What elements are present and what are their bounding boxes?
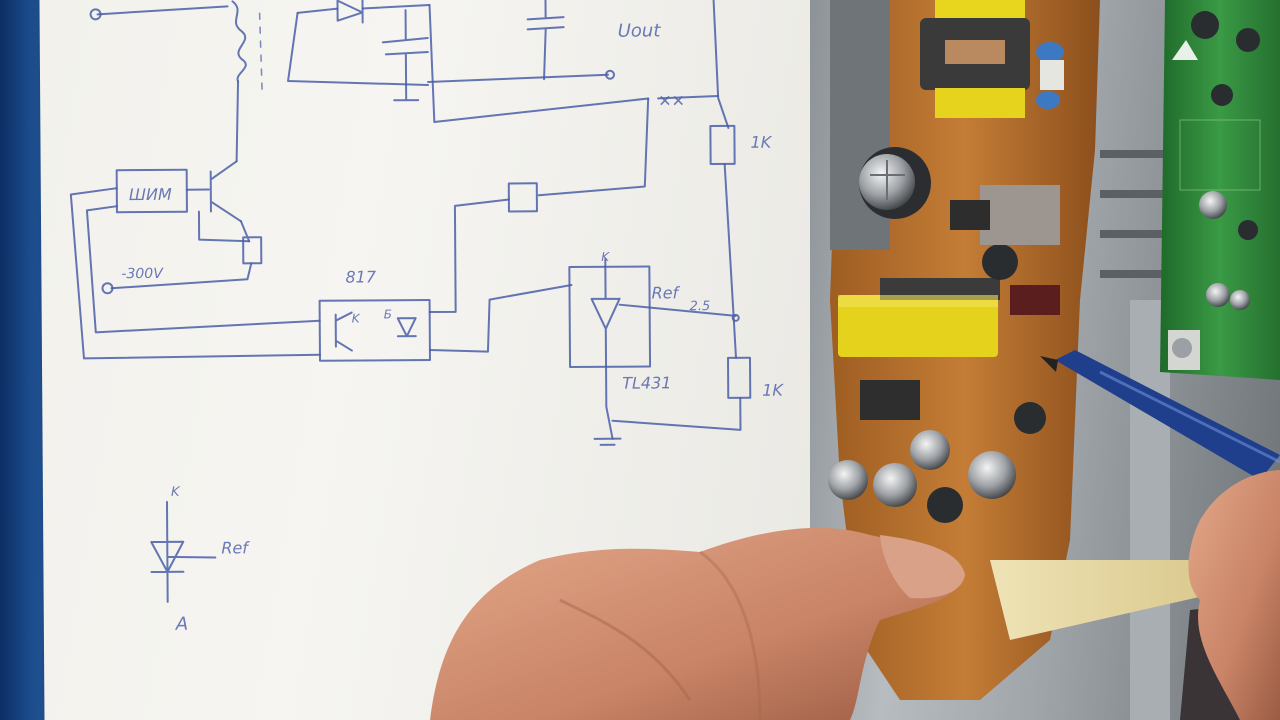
wire-feedback-top <box>537 97 650 197</box>
transformer-top <box>920 0 1030 118</box>
hand-right <box>1188 470 1280 720</box>
tl431-symbol <box>590 257 621 440</box>
pen <box>1040 350 1280 480</box>
legend-ref: Ref <box>221 538 250 557</box>
label-resistor-top: 1K <box>750 133 772 152</box>
wire-diode-out <box>361 4 431 10</box>
electrolytic-capacitors <box>828 147 1060 523</box>
label-supply: -300V <box>121 266 164 282</box>
wire-right-rail-bottom <box>611 396 742 431</box>
label-resistor-bottom: 1K <box>762 381 784 400</box>
ribbon-cable <box>990 560 1230 640</box>
label-opto-b: Б <box>384 307 392 321</box>
wire-opto-to-tl431 <box>428 284 573 353</box>
wire-ref <box>618 303 737 317</box>
wire-main-rail <box>428 4 650 123</box>
capacitor-filter <box>381 9 429 102</box>
label-pwm: ШИМ <box>129 185 172 204</box>
ground-symbol <box>593 437 622 446</box>
schematic-paper: Uout ✕✕ 1K 1K ШИМ <box>39 0 825 720</box>
junction-mark: ✕✕ <box>658 91 685 110</box>
label-tl431-k: K <box>601 250 610 264</box>
schematic-drawing: Uout ✕✕ 1K 1K ШИМ <box>69 0 784 635</box>
resistor-feedback <box>507 182 538 213</box>
opto-phototransistor <box>334 311 353 352</box>
wire-feedback-loop-inner <box>85 205 321 334</box>
wire-feedback-down <box>428 198 510 314</box>
winding-to-transistor <box>235 80 240 163</box>
tl431-box <box>568 265 652 369</box>
legend-tl431-symbol <box>150 500 217 603</box>
wire-rectifier-loop <box>287 11 430 87</box>
sense-resistor <box>240 220 263 265</box>
transformer-winding <box>231 0 247 83</box>
label-ref-value: 2.5 <box>690 299 711 314</box>
terminal-top-left <box>89 8 102 21</box>
diode-symbol <box>336 0 364 24</box>
wire-top-left <box>96 5 229 16</box>
mainboard-green-pcb <box>1160 0 1280 380</box>
label-tl431: TL431 <box>622 373 671 392</box>
capacitor-output <box>526 0 565 81</box>
wire-junction <box>657 94 720 100</box>
hand-pointing <box>430 527 965 720</box>
legend-anode: A <box>175 614 188 635</box>
opto-led <box>396 317 417 338</box>
junction-ref <box>731 313 740 322</box>
wire-gate <box>197 210 251 243</box>
resistor-top <box>709 124 736 166</box>
transistor-symbol <box>185 160 243 223</box>
chassis-ribs <box>1100 150 1170 720</box>
label-opto-num: 817 <box>345 267 376 286</box>
blue-capacitors <box>1036 42 1064 109</box>
label-opto-k: K <box>352 311 361 325</box>
terminal-supply <box>101 282 114 295</box>
transformer-bottom <box>838 278 1000 357</box>
label-uout: Uout <box>618 20 662 41</box>
terminal-output <box>605 69 616 80</box>
wire-ground-line <box>110 262 253 290</box>
label-ref: Ref <box>651 283 680 302</box>
optocoupler <box>318 299 432 362</box>
wire-output-rail <box>427 73 610 84</box>
wire-feedback-loop-outer <box>69 187 321 360</box>
wire-diode-in <box>296 7 339 14</box>
legend-cathode: K <box>171 485 181 500</box>
wire-right-rail-top <box>712 0 730 129</box>
